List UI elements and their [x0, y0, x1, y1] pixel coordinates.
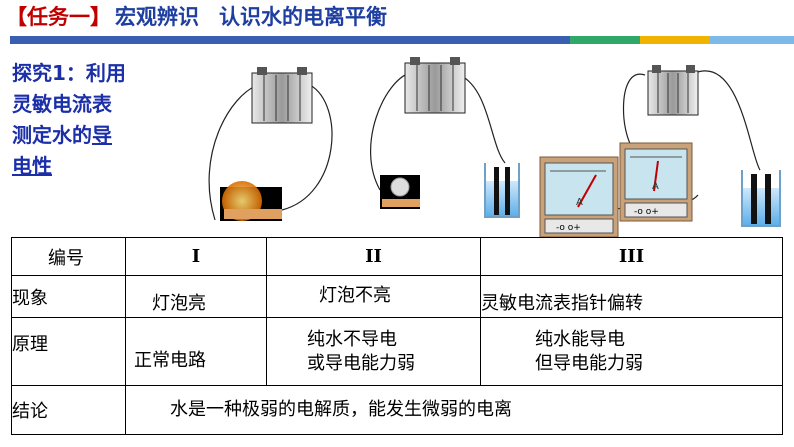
inquiry-line-2: 灵敏电流表	[12, 92, 112, 116]
conclusion-cell: 水是一种极弱的电解质，能发生微弱的电离	[125, 385, 783, 435]
circuit-1	[208, 67, 333, 221]
ammeter-icon: A -o o+	[539, 156, 619, 238]
table-cell: 纯水能导电 但导电能力弱	[480, 317, 783, 386]
meter-terminals: -o o+	[556, 223, 581, 233]
table-row: 原理 正常电路 纯水不导电 或导电能力弱 纯水能导电 但导电能力弱	[11, 317, 783, 386]
inquiry-link-1[interactable]: 导	[92, 123, 112, 147]
beaker-icon	[484, 163, 520, 218]
row-label: 现象	[11, 275, 126, 318]
header-cell: I	[125, 237, 267, 276]
beaker-icon	[741, 170, 781, 227]
page-title: 【任务一】宏观辨识认识水的电离平衡	[6, 2, 387, 32]
results-table: 编号 I II III 现象 灯泡亮 灯泡不亮 灵敏电流表指针偏转 原理 正常电…	[11, 237, 783, 435]
circuit-3: A -o o+ A -o o+	[539, 65, 781, 238]
meter-label: A	[576, 197, 583, 208]
bracket-open: 【	[6, 4, 27, 29]
inquiry-line-1: 探究1：利用	[12, 61, 126, 85]
header-stripe	[10, 36, 794, 44]
stripe-segment-yellow	[640, 36, 710, 44]
bulb-unlit-icon	[380, 175, 420, 209]
circuit-2	[370, 57, 520, 218]
table-cell: 纯水不导电 或导电能力弱	[266, 317, 481, 386]
inquiry-line-3: 测定水的导	[12, 123, 112, 147]
inquiry-text: 探究1：利用 灵敏电流表 测定水的导 电性	[12, 58, 126, 182]
meter-terminals: -o o+	[634, 207, 659, 217]
battery-icon	[251, 67, 313, 124]
inquiry-link-2[interactable]: 电性	[12, 154, 52, 178]
table-cell: 灵敏电流表指针偏转	[480, 275, 783, 318]
header-cell: II	[266, 237, 481, 276]
stripe-segment-lightblue	[710, 36, 794, 44]
bracket-close: 】	[90, 4, 111, 29]
row-label: 原理	[11, 317, 126, 386]
row-label: 结论	[11, 385, 126, 435]
stripe-segment-blue	[10, 36, 570, 44]
stripe-segment-green	[570, 36, 640, 44]
battery-icon	[404, 57, 466, 114]
table-row: 结论 水是一种极弱的电解质，能发生微弱的电离	[11, 385, 783, 435]
table-header-row: 编号 I II III	[11, 237, 783, 276]
task-label: 任务一	[27, 4, 90, 29]
title-subtitle-2: 认识水的电离平衡	[219, 4, 387, 29]
experiment-diagram: A -o o+ A -o o+	[208, 57, 781, 238]
meter-label: A	[652, 181, 659, 192]
table-cell: 灯泡亮	[125, 275, 267, 318]
ammeter-icon: A -o o+	[619, 142, 693, 222]
table-cell: 正常电路	[125, 317, 267, 386]
battery-icon	[647, 65, 699, 116]
table-cell: 灯泡不亮	[266, 275, 481, 318]
header-cell: 编号	[11, 237, 126, 276]
header-cell: III	[480, 237, 783, 276]
inquiry-line-4: 电性	[12, 151, 126, 182]
title-subtitle-1: 宏观辨识	[115, 4, 199, 29]
table-row: 现象 灯泡亮 灯泡不亮 灵敏电流表指针偏转	[11, 275, 783, 318]
bulb-lit-icon	[220, 181, 282, 221]
